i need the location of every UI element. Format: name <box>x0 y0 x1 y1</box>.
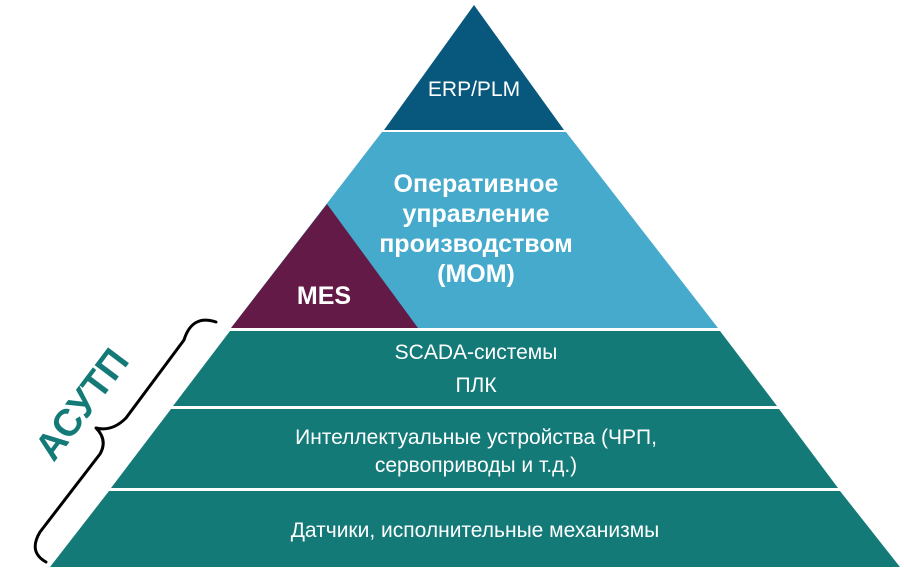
smart-devices-label-line-2: сервоприводы и т.д.) <box>375 454 577 477</box>
asutp-bracket <box>33 318 218 564</box>
smart-devices-layer <box>111 409 838 488</box>
sensors-label: Датчики, исполнительные механизмы <box>291 519 660 542</box>
asutp-label: АСУТП <box>27 341 137 468</box>
plc-label: ПЛК <box>455 374 497 397</box>
mom-label-line-1: Оперативное <box>394 170 559 198</box>
mom-label-line-4: (MOM) <box>437 260 515 288</box>
scada-plc-layer <box>173 331 777 406</box>
mom-label-line-3: производством <box>379 230 573 258</box>
mom-label-line-2: управление <box>402 200 549 228</box>
mes-layer <box>231 204 418 328</box>
mes-label: MES <box>297 282 351 310</box>
smart-devices-label-line-1: Интеллектуальные устройства (ЧРП, <box>295 426 657 449</box>
erp-plm-label: ERP/PLM <box>428 78 520 101</box>
erp-plm-layer <box>384 5 564 130</box>
sensors-layer <box>50 491 900 567</box>
scada-label: SCADA-системы <box>395 341 558 364</box>
